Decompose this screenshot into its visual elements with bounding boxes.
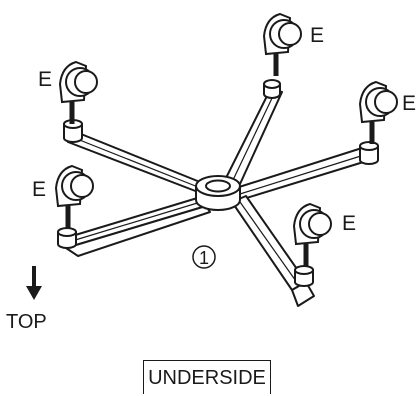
- socket-lower-right: [294, 265, 314, 287]
- direction-label: TOP: [6, 311, 47, 333]
- caster-label-top: E: [310, 24, 324, 47]
- part-number-callout: 1: [192, 245, 216, 269]
- socket-right: [359, 141, 379, 165]
- caster-upper-left: [58, 60, 98, 124]
- down-arrow-icon: [26, 266, 42, 300]
- base-arm-upper-right: [225, 89, 283, 185]
- view-label: UNDERSIDE: [143, 360, 271, 394]
- center-hub: [195, 175, 241, 211]
- socket-upper-left: [63, 119, 83, 143]
- caster-label-lower-left: E: [32, 178, 46, 201]
- caster-label-right: E: [402, 92, 416, 115]
- base-arm-right: [235, 147, 371, 201]
- caster-lower-left: [54, 164, 94, 228]
- part-number: 1: [199, 248, 209, 268]
- caster-label-lower-right: E: [342, 212, 356, 235]
- base-arm-lower-left: [65, 195, 211, 257]
- socket-lower-left: [57, 227, 77, 249]
- caster-top: [262, 12, 302, 76]
- caster-right: [358, 80, 398, 144]
- caster-lower-right: [292, 202, 332, 266]
- caster-label-upper-left: E: [38, 68, 52, 91]
- socket-upper-right: [263, 79, 281, 99]
